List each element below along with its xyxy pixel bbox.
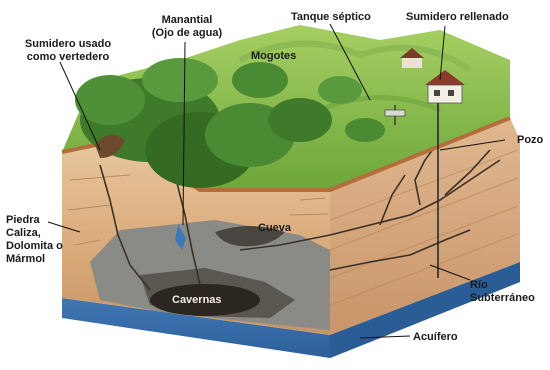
label-sumidero-usado-line1: Sumidero usado <box>8 38 128 51</box>
label-cueva: Cueva <box>258 222 291 235</box>
label-mogotes: Mogotes <box>251 50 296 63</box>
label-piedra-line4: Mármol <box>6 253 63 266</box>
label-piedra-line1: Piedra <box>6 214 63 227</box>
label-manantial-line2: (Ojo de agua) <box>142 27 232 40</box>
label-tanque-septico: Tanque séptico <box>291 11 371 24</box>
label-pozo: Pozo <box>517 134 543 147</box>
label-piedra-line3: Dolomita o <box>6 240 63 253</box>
label-manantial: Manantial (Ojo de agua) <box>142 14 232 40</box>
label-rio-line1: Río <box>470 279 535 292</box>
label-rio-line2: Subterráneo <box>470 292 535 305</box>
label-manantial-line1: Manantial <box>142 14 232 27</box>
label-sumidero-rellenado: Sumidero rellenado <box>406 11 509 24</box>
label-sumidero-usado: Sumidero usado como vertedero <box>8 38 128 64</box>
label-sumidero-usado-line2: como vertedero <box>8 51 128 64</box>
label-rio-subterraneo: Río Subterráneo <box>470 279 535 305</box>
label-cavernas: Cavernas <box>172 294 222 307</box>
septic-tank-icon <box>385 110 405 116</box>
label-piedra-line2: Caliza, <box>6 227 63 240</box>
label-acuifero: Acuífero <box>413 331 458 344</box>
label-piedra: Piedra Caliza, Dolomita o Mármol <box>6 214 63 266</box>
